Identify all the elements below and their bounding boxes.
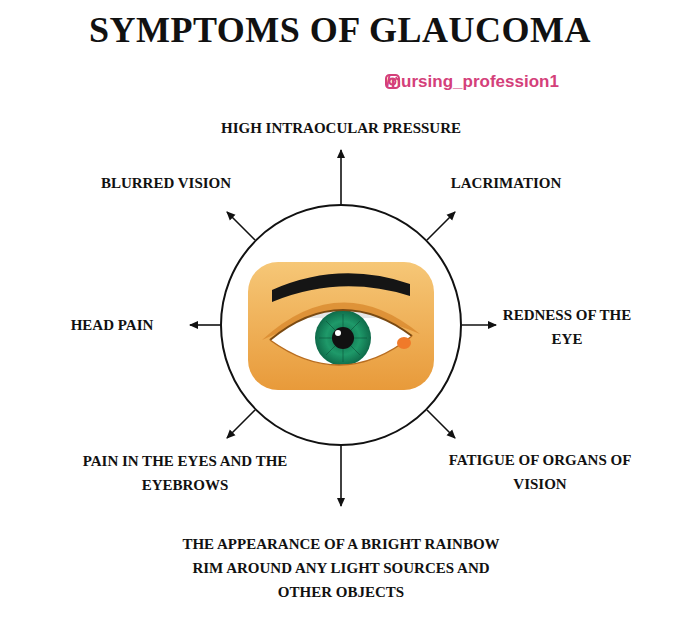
symptom-label: THE APPEARANCE OF A BRIGHT RAINBOW RIM A… [171, 532, 511, 604]
title: SYMPTOMS OF GLAUCOMA [10, 9, 670, 51]
symptom-label: BLURRED VISION [71, 171, 261, 195]
symptom-label: LACRIMATION [426, 171, 586, 195]
eye [248, 262, 434, 390]
symptom-label: PAIN IN THE EYES AND THE EYEBROWS [80, 449, 290, 497]
symptom-label: HEAD PAIN [42, 313, 182, 337]
watermark: /nursing_profession1 [386, 72, 626, 92]
symptom-label: HIGH INTRAOCULAR PRESSURE [191, 116, 491, 140]
symptom-label: REDNESS OF THE EYE [492, 303, 642, 351]
symptom-label: FATIGUE OF ORGANS OF VISION [440, 448, 640, 496]
center-circle [221, 205, 461, 445]
